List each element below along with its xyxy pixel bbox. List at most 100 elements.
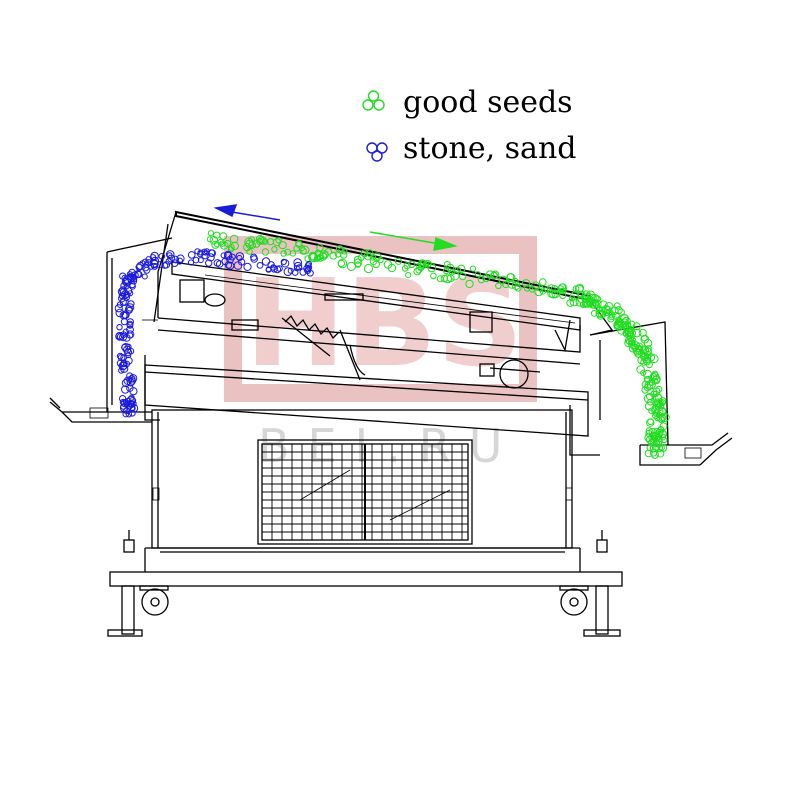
stone-particle <box>197 250 204 258</box>
good-seed-particle <box>353 258 363 267</box>
good-seed-particle <box>228 244 235 251</box>
stone-particle <box>126 322 134 329</box>
good-seed-particle <box>558 283 567 292</box>
stone-particle <box>126 318 135 326</box>
stone-particle <box>115 308 125 318</box>
good-seed-particle <box>514 284 522 292</box>
good-seed-particle <box>329 251 338 260</box>
watermark-sub-text: BEI.RU <box>258 419 520 473</box>
good-seed-particle <box>477 275 486 284</box>
fan-grille <box>257 439 473 545</box>
good-seed-particle <box>645 427 653 435</box>
good-seed-particle <box>430 272 437 280</box>
stone-particle <box>205 259 213 267</box>
good-seed-particle <box>299 247 307 255</box>
stone-particle <box>122 334 131 342</box>
good-seed-particle <box>575 297 585 307</box>
stone-particle <box>145 259 153 267</box>
good-seed-particle <box>506 273 515 281</box>
stone-particle <box>187 251 196 259</box>
good-seed-particle <box>658 399 665 406</box>
good-seed-particle <box>603 305 612 314</box>
good-seed-particle <box>314 250 324 260</box>
good-seed-particle <box>641 334 648 342</box>
good-seed-particle <box>613 321 623 331</box>
good-seed-particle <box>446 274 455 283</box>
good-seed-particle <box>255 234 264 244</box>
good-seed-particle <box>640 352 650 362</box>
good-seed-particle <box>644 375 653 384</box>
good-seed-particle <box>272 238 281 247</box>
stone-particle <box>127 290 134 297</box>
good-seed-particle <box>230 241 240 251</box>
good-seed-particle <box>308 251 318 261</box>
stone-sand-flow <box>114 248 314 418</box>
stone-particle <box>115 332 123 340</box>
good-seed-particle <box>521 279 531 288</box>
good-seed-particle <box>261 248 270 256</box>
stone-particle <box>126 325 134 334</box>
stone-particle <box>118 361 128 371</box>
good-seed-particle <box>559 287 567 295</box>
good-seed-particle <box>363 263 374 274</box>
good-seed-particle <box>284 248 292 256</box>
good-seed-particle <box>474 271 481 278</box>
good-seed-particle <box>646 418 655 427</box>
good-seed-particle <box>645 361 653 369</box>
machine-body <box>49 210 733 637</box>
good-seed-particle <box>595 309 604 318</box>
good-seed-particle <box>427 263 437 273</box>
good-seed-particle <box>638 328 647 337</box>
good-seed-particle <box>589 298 596 305</box>
good-seed-particle <box>566 299 575 307</box>
stone-particle <box>114 304 123 313</box>
seed-direction-arrow <box>369 231 458 251</box>
good-seed-particle <box>644 345 652 353</box>
stone-particle <box>135 263 143 271</box>
good-seed-particle <box>334 250 342 258</box>
good-seed-particle <box>207 230 214 237</box>
stone-particle <box>203 248 210 255</box>
good-seed-particle <box>588 293 597 302</box>
good-seed-particle <box>659 444 668 452</box>
stone-particle <box>130 277 138 285</box>
stone-particle <box>121 385 130 394</box>
stone-particle <box>158 252 166 260</box>
good-seed-particle <box>417 259 427 268</box>
good-seed-particle <box>549 289 558 299</box>
good-seed-particle <box>366 249 374 257</box>
good-seed-particle <box>423 260 430 267</box>
good-seed-particle <box>615 318 622 326</box>
good-seed-particle <box>652 439 661 447</box>
good-seed-particle <box>223 239 232 248</box>
good-seed-particle <box>219 232 228 241</box>
stone-particle <box>116 324 123 331</box>
good-seed-particle <box>309 253 319 263</box>
good-seed-particle <box>625 328 634 338</box>
stone-particle <box>124 348 132 357</box>
stone-particle <box>299 268 307 276</box>
stone-particle <box>243 262 252 271</box>
stone-particle <box>117 287 127 296</box>
stone-particle <box>165 250 175 259</box>
good-seed-particle <box>257 235 266 244</box>
stone-particle <box>125 411 133 418</box>
stone-particle <box>192 256 200 264</box>
stone-particle <box>117 353 126 362</box>
legend: good seeds stone, sand <box>362 85 576 166</box>
good-seed-particle <box>658 416 666 424</box>
good-seed-particle <box>572 285 580 293</box>
good-seed-particle <box>659 422 668 431</box>
good-seed-particle <box>652 393 663 403</box>
stone-particle <box>119 395 127 403</box>
good-seed-particle <box>295 240 303 248</box>
stone-particle <box>116 301 124 309</box>
good-seed-particle <box>457 264 466 273</box>
good-seed-particle <box>643 347 652 357</box>
stone-particle <box>293 258 303 267</box>
stone-particle <box>167 254 176 263</box>
good-seed-particle <box>550 285 559 293</box>
good-seed-particle <box>403 262 411 270</box>
stone-particle <box>171 255 180 264</box>
stone-particle <box>150 251 159 261</box>
